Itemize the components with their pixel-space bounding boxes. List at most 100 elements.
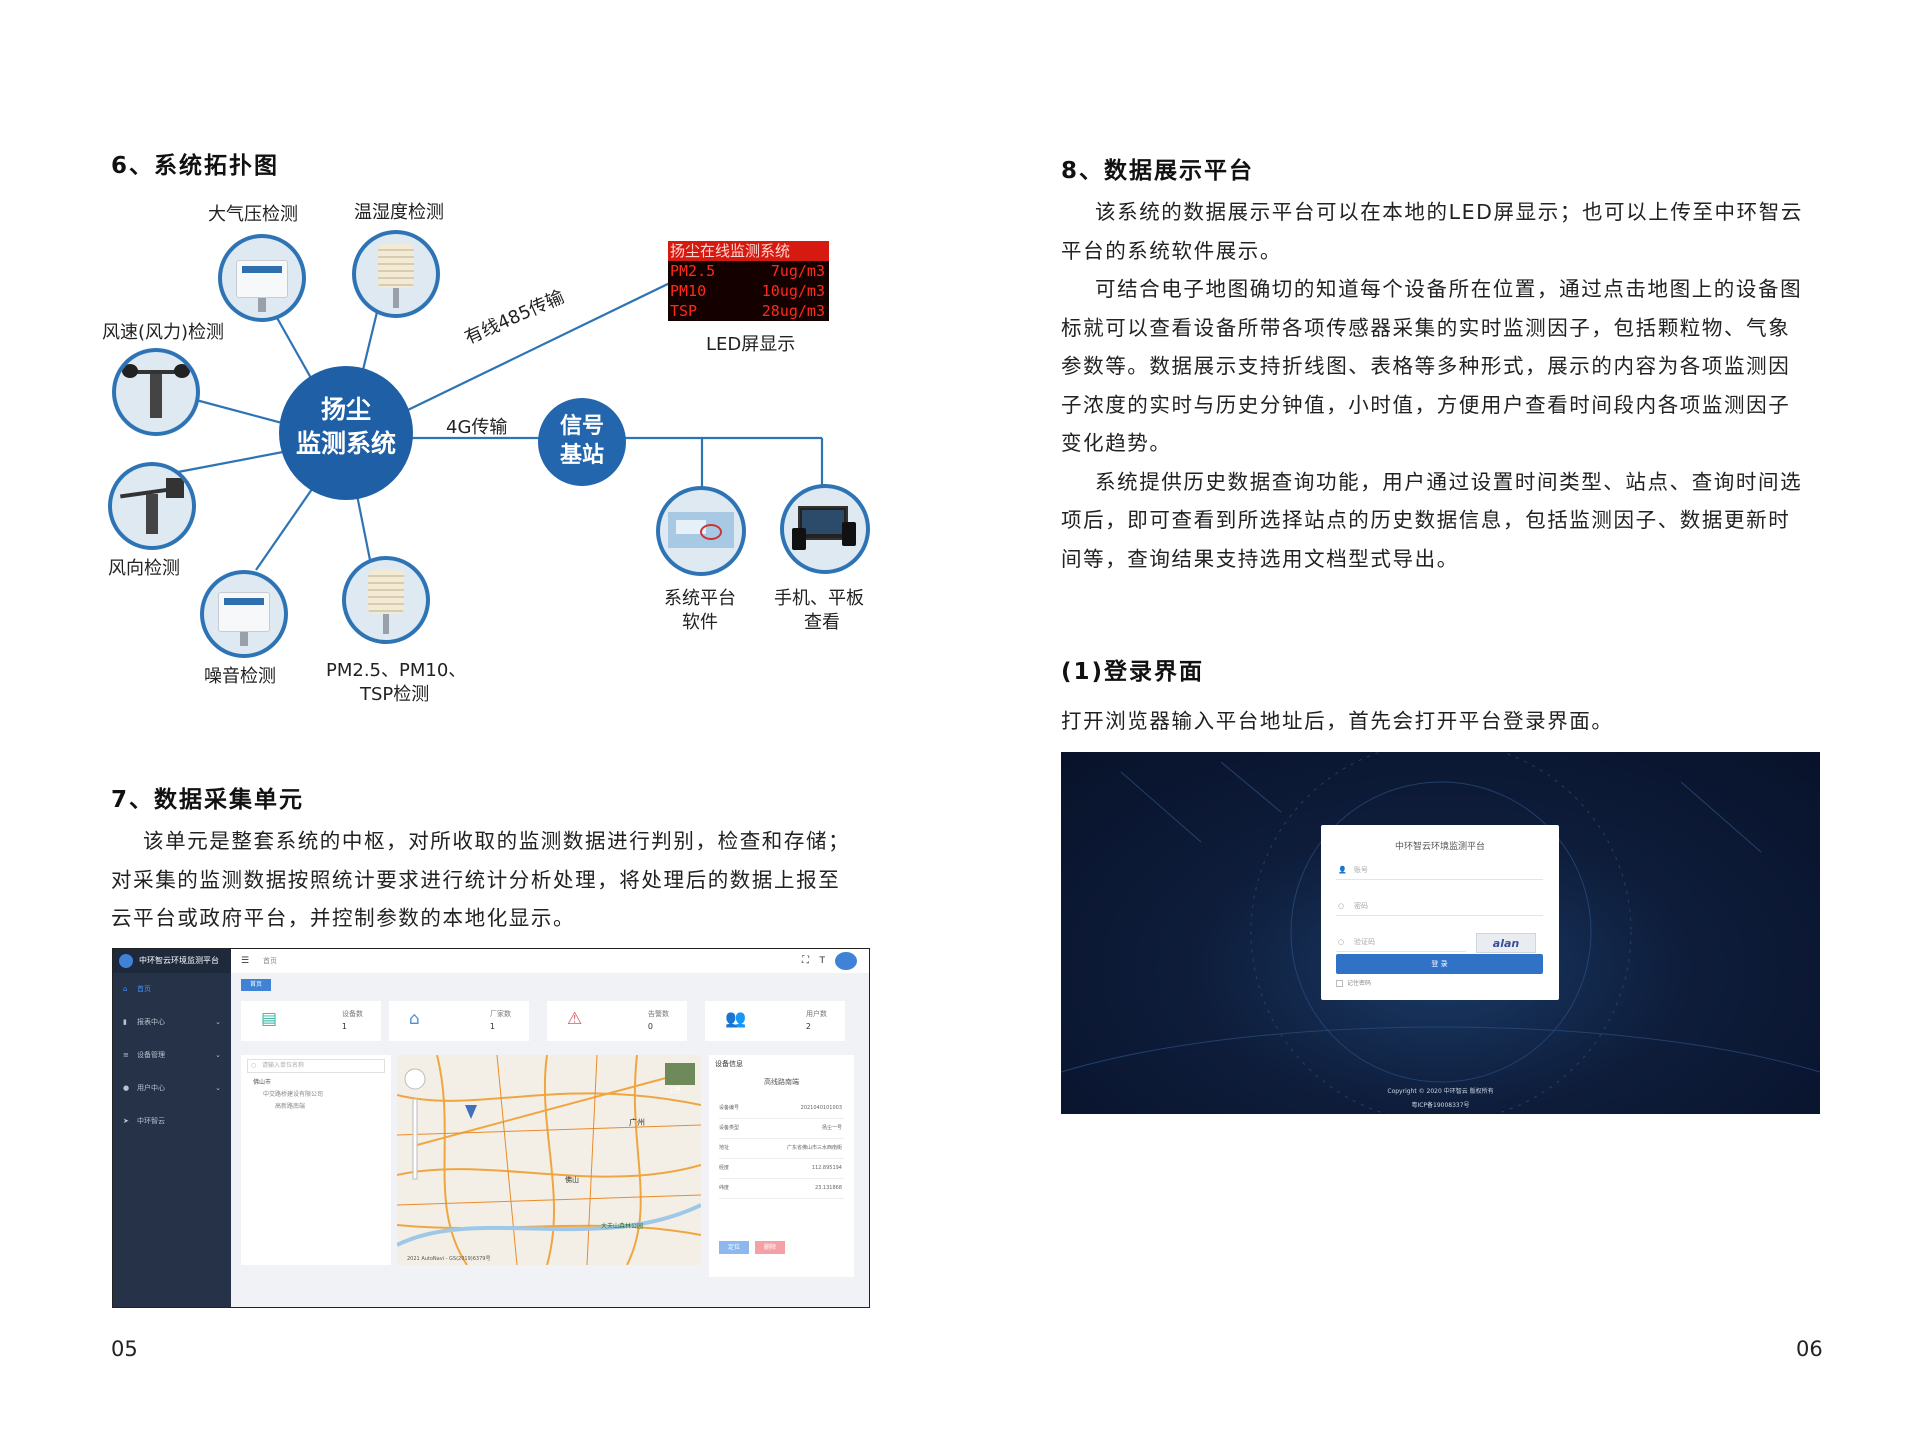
satellite-toggle[interactable]: 卫星 [669, 1087, 682, 1094]
locate-button[interactable]: 定位 [719, 1241, 749, 1254]
paragraph-line: 系统提供历史数据查询功能，用户通过设置时间类型、站点、查询时间选 [1095, 469, 1803, 494]
sidebar-item-users[interactable]: ●用户中心⌄ [113, 1072, 231, 1105]
label-led: LED屏显示 [706, 334, 796, 355]
user-icon: ● [123, 1084, 130, 1092]
paragraph-line: 对采集的监测数据按照统计要求进行统计分析处理，将处理后的数据上报至 [111, 867, 841, 892]
info-row: 地址广东省佛山市三水西南街 [719, 1139, 844, 1159]
chevron-down-icon: ⌄ [215, 1084, 221, 1092]
mobile-tablet-node [780, 484, 870, 574]
sidebar-item-cloud[interactable]: ➤中环智云 [113, 1105, 231, 1138]
tree-node[interactable]: 高新路南端 [275, 1103, 306, 1110]
led-row-value: 7ug/m3 [770, 262, 825, 280]
paragraph-line: 该单元是整套系统的中枢，对所收取的监测数据进行判别，检查和存储； [143, 829, 851, 853]
paragraph-line: 标就可以查看设备所带各项传感器采集的实时监测因子，包括颗粒物、气象 [1061, 315, 1791, 340]
led-title: 扬尘在线监测系统 [668, 241, 829, 261]
font-size-icon[interactable]: T [819, 956, 826, 966]
send-icon: ➤ [123, 1117, 129, 1125]
noise-sensor-node [200, 570, 288, 658]
login-copyright: Copyright © 2020 中环智云 版权所有 [1387, 1088, 1494, 1095]
site-search-input[interactable]: ○请输入单位名称 [247, 1059, 385, 1073]
label-humidity: 温湿度检测 [354, 202, 444, 223]
pm-sensor-node [342, 556, 430, 644]
sidebar-item-home[interactable]: ⌂首页 [113, 973, 231, 1006]
led-row-value: 10ug/m3 [761, 282, 825, 300]
card-label: 告警数 [648, 1010, 669, 1018]
login-section-heading: (1)登录界面 [1061, 659, 1205, 685]
user-icon: 👤 [1338, 866, 1347, 874]
led-row: PM2.5 7ug/m3 [668, 261, 829, 281]
card-label: 设备数 [342, 1010, 363, 1018]
card-value: 1 [489, 1022, 495, 1031]
tab-home[interactable]: 首页 [241, 979, 271, 991]
led-row-name: PM10 [670, 282, 707, 300]
checkbox-icon [1336, 980, 1343, 987]
card-value: 1 [341, 1022, 347, 1031]
collection-heading: 7、数据采集单元 [111, 787, 305, 813]
stat-card-users: 👥 用户数 2 [705, 1001, 845, 1041]
base-station-node: 信号 基站 [538, 398, 626, 486]
captcha-image[interactable]: alan [1476, 933, 1536, 953]
sidebar-item-reports[interactable]: ▮报表中心⌄ [113, 1006, 231, 1039]
captcha-input[interactable]: ○验证码 [1336, 933, 1466, 952]
city-map[interactable]: 广州 佛山 大夫山森林公园 卫星 2021 AutoNavi - GS(2019… [397, 1055, 701, 1265]
topology-heading: 6、系统拓扑图 [111, 153, 280, 179]
tree-node[interactable]: 佛山市 [253, 1079, 272, 1086]
hub-line2: 监测系统 [295, 429, 396, 458]
remember-checkbox[interactable]: 记住密码 [1336, 978, 1371, 987]
delete-button[interactable]: 删除 [755, 1241, 785, 1254]
page-number-right: 06 [1796, 1337, 1823, 1361]
station-line1: 信号 [559, 414, 604, 439]
password-input[interactable]: ○密码 [1336, 897, 1543, 916]
led-row: TSP 28ug/m3 [668, 301, 829, 321]
display-paragraphs: 该系统的数据展示平台可以在本地的LED屏显示；也可以上传至中环智云 平台的系统软… [1061, 193, 1841, 578]
card-value: 2 [805, 1022, 811, 1031]
fullscreen-icon[interactable]: ⛶ [802, 955, 809, 966]
label-pm-line2: TSP检测 [360, 684, 430, 705]
label-pressure: 大气压检测 [208, 204, 298, 225]
shield-icon: ○ [1338, 938, 1345, 946]
dashboard-screenshot: 中环智云环境监测平台 ⌂首页 ▮报表中心⌄ ≡设备管理⌄ ●用户中心⌄ ➤中环智… [112, 948, 870, 1308]
paragraph-line: 参数等。数据展示支持折线图、表格等多种形式，展示的内容为各项监测因 [1061, 354, 1791, 378]
label-4g: 4G传输 [446, 417, 508, 438]
login-button[interactable]: 登 录 [1336, 954, 1543, 974]
stat-card-devices: ▤ 设备数 1 [241, 1001, 381, 1041]
logo-icon [119, 954, 133, 968]
pressure-sensor-node [218, 234, 306, 322]
site-tree-panel: ○请输入单位名称 佛山市 中交路桥建设有限公司 高新路南端 [241, 1055, 391, 1265]
avatar[interactable] [835, 952, 857, 970]
led-screen: 扬尘在线监测系统 PM2.5 7ug/m3 PM10 10ug/m3 TSP 2… [668, 241, 829, 321]
login-title: 中环智云环境监测平台 [1394, 842, 1485, 852]
tree-node[interactable]: 中交路桥建设有限公司 [263, 1091, 324, 1098]
login-screenshot: 中环智云环境监测平台 👤账号 ○密码 ○验证码 alan 记住密码 登 录 Co… [1061, 752, 1820, 1114]
menu-toggle-icon[interactable]: ☰ [241, 956, 250, 966]
breadcrumb: 首页 [263, 957, 277, 965]
map-label: 佛山 [565, 1176, 579, 1184]
login-intro: 打开浏览器输入平台地址后，首先会打开平台登录界面。 [1061, 709, 1614, 733]
lock-icon: ○ [1338, 902, 1345, 910]
warning-icon: ⚠ [567, 1009, 583, 1029]
platform-software-node [656, 486, 746, 576]
display-heading: 8、数据展示平台 [1061, 158, 1255, 184]
label-wind-speed: 风速(风力)检测 [102, 322, 225, 343]
label-platform-line2: 软件 [682, 612, 718, 633]
users-icon: 👥 [725, 1009, 747, 1029]
humidity-sensor-node [352, 230, 440, 318]
label-noise: 噪音检测 [204, 666, 276, 687]
label-mobile-line1: 手机、平板 [774, 588, 864, 609]
hub-line1: 扬尘 [320, 395, 371, 424]
paragraph-line: 子浓度的实时与历史分钟值，小时值，方便用户查看时间段内各项监测因子 [1061, 392, 1791, 417]
map-attribution: 2021 AutoNavi - GS(2019)6379号 [407, 1256, 491, 1262]
stat-card-vendors: ⌂ 厂家数 1 [389, 1001, 529, 1041]
dust-monitoring-hub: 扬尘 监测系统 [279, 366, 413, 500]
map-label: 广州 [629, 1118, 645, 1127]
sidebar-item-devices[interactable]: ≡设备管理⌄ [113, 1039, 231, 1072]
collection-paragraph: 该单元是整套系统的中枢，对所收取的监测数据进行判别，检查和存储； 对采集的监测数… [111, 822, 891, 938]
paragraph-line: 平台的系统软件展示。 [1061, 238, 1282, 263]
station-line2: 基站 [559, 443, 604, 468]
paragraph-line: 变化趋势。 [1061, 431, 1172, 455]
account-input[interactable]: 👤账号 [1336, 861, 1543, 880]
